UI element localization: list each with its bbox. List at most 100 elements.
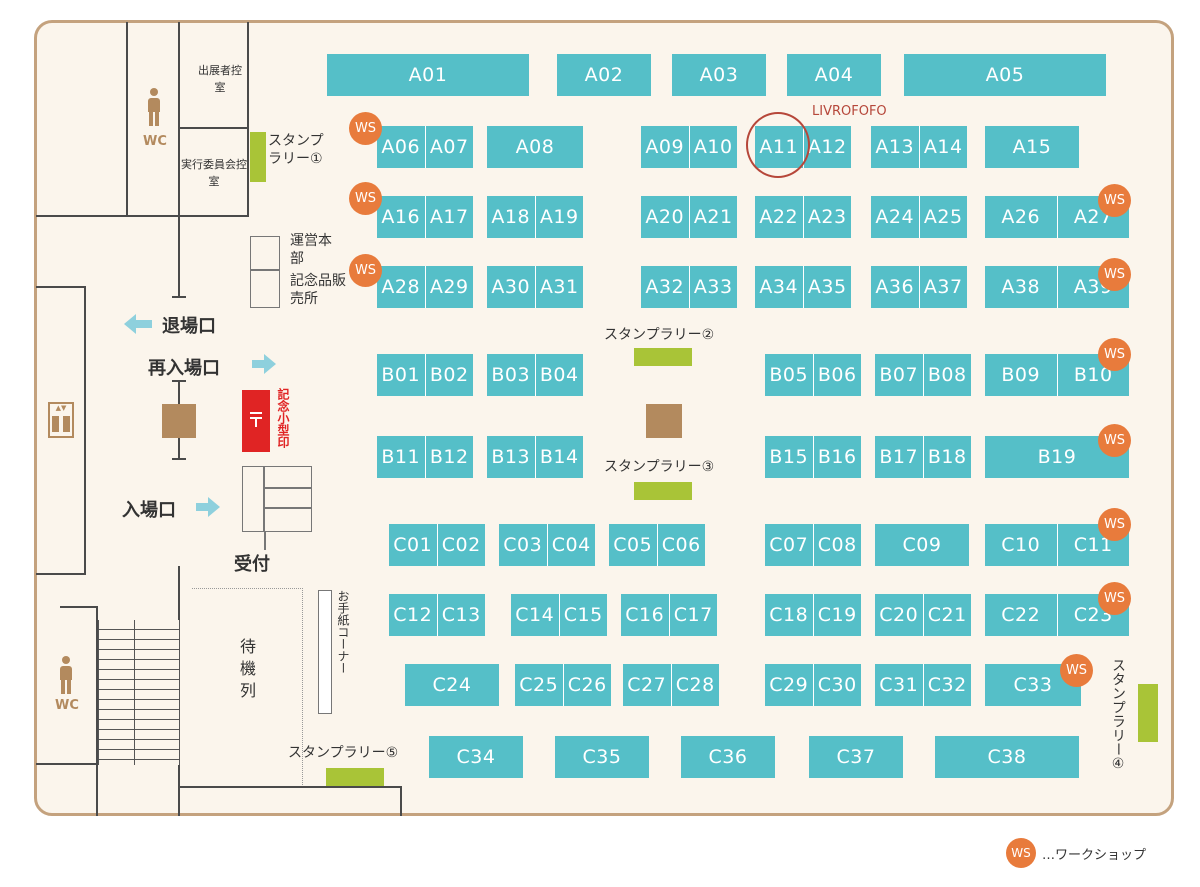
legend-text: …ワークショップ: [1042, 848, 1147, 863]
exit-arrow-icon: [124, 314, 136, 334]
booth-a01[interactable]: A01: [327, 54, 529, 96]
reentry-gate: [162, 404, 196, 438]
souvenir-desk: [250, 270, 280, 308]
booth-label: C15: [558, 594, 608, 636]
booth-c35[interactable]: C35: [555, 736, 649, 778]
wall: [36, 573, 86, 575]
booth-a05[interactable]: A05: [904, 54, 1106, 96]
elevator-arrows: ▲▼: [55, 404, 67, 412]
wc-person-icon: [146, 88, 162, 128]
booth-label: B05: [769, 364, 809, 386]
booth-label: C04: [546, 524, 596, 566]
queue-area: [192, 588, 303, 785]
booth-label: B16: [812, 436, 862, 478]
booth-label: A17: [424, 196, 474, 238]
booth-a03[interactable]: A03: [672, 54, 766, 96]
stamp-rally-4-marker: [1138, 684, 1158, 742]
booth-c38[interactable]: C38: [935, 736, 1079, 778]
reentry-arrow-icon: [264, 354, 276, 374]
booth-label: B03: [491, 364, 531, 386]
stamp-rally-3-marker: [634, 482, 692, 500]
booth-label: C06: [656, 524, 706, 566]
booth-label: C33: [1013, 674, 1053, 696]
booth-c09[interactable]: C09: [875, 524, 969, 566]
booth-label: A35: [802, 266, 852, 308]
stamp-rally-4-label: スタンプラリー④: [1110, 658, 1126, 772]
highlight-label: LIVROFOFO: [812, 104, 887, 119]
booth-label: A14: [918, 126, 968, 168]
stamp-rally-5-marker: [326, 768, 384, 786]
postmark-label: 記念小型印: [276, 388, 290, 448]
booth-c36[interactable]: C36: [681, 736, 775, 778]
booth-label: C10: [1001, 534, 1041, 556]
booth-label: A34: [759, 276, 799, 298]
booth-c33[interactable]: C33: [985, 664, 1081, 706]
booth-label: C36: [708, 746, 748, 768]
entrance-arrow-icon: [208, 497, 220, 517]
booth-label: A06: [381, 136, 421, 158]
booth-a02[interactable]: A02: [557, 54, 651, 96]
booth-label: A19: [534, 196, 584, 238]
booth-label: A13: [875, 136, 915, 158]
letter-corner-label: お手紙コーナー: [336, 590, 350, 674]
wall: [172, 380, 186, 382]
booth-label: A15: [1012, 136, 1052, 158]
booth-a08[interactable]: A08: [487, 126, 583, 168]
booth-c37[interactable]: C37: [809, 736, 903, 778]
booth-label: C03: [503, 534, 543, 556]
workshop-badge-icon: WS: [349, 112, 382, 145]
workshop-badge-icon: WS: [1098, 338, 1131, 371]
booth-label: B01: [381, 364, 421, 386]
wall: [178, 217, 180, 297]
booth-c24[interactable]: C24: [405, 664, 499, 706]
booth-label: A23: [802, 196, 852, 238]
booth-a04[interactable]: A04: [787, 54, 881, 96]
booth-label: B06: [812, 354, 862, 396]
booth-c34[interactable]: C34: [429, 736, 523, 778]
booth-label: A31: [534, 266, 584, 308]
committee-room-label: 実行委員会控室: [181, 158, 247, 188]
wc-person-icon: [58, 656, 74, 696]
highlight-circle: [746, 112, 810, 178]
booth-label: A26: [1001, 206, 1041, 228]
office-desk: [250, 236, 280, 270]
booth-a15[interactable]: A15: [985, 126, 1079, 168]
booth-label: A29: [424, 266, 474, 308]
booth-label: A08: [515, 136, 555, 158]
stairs-rail: [134, 620, 135, 765]
